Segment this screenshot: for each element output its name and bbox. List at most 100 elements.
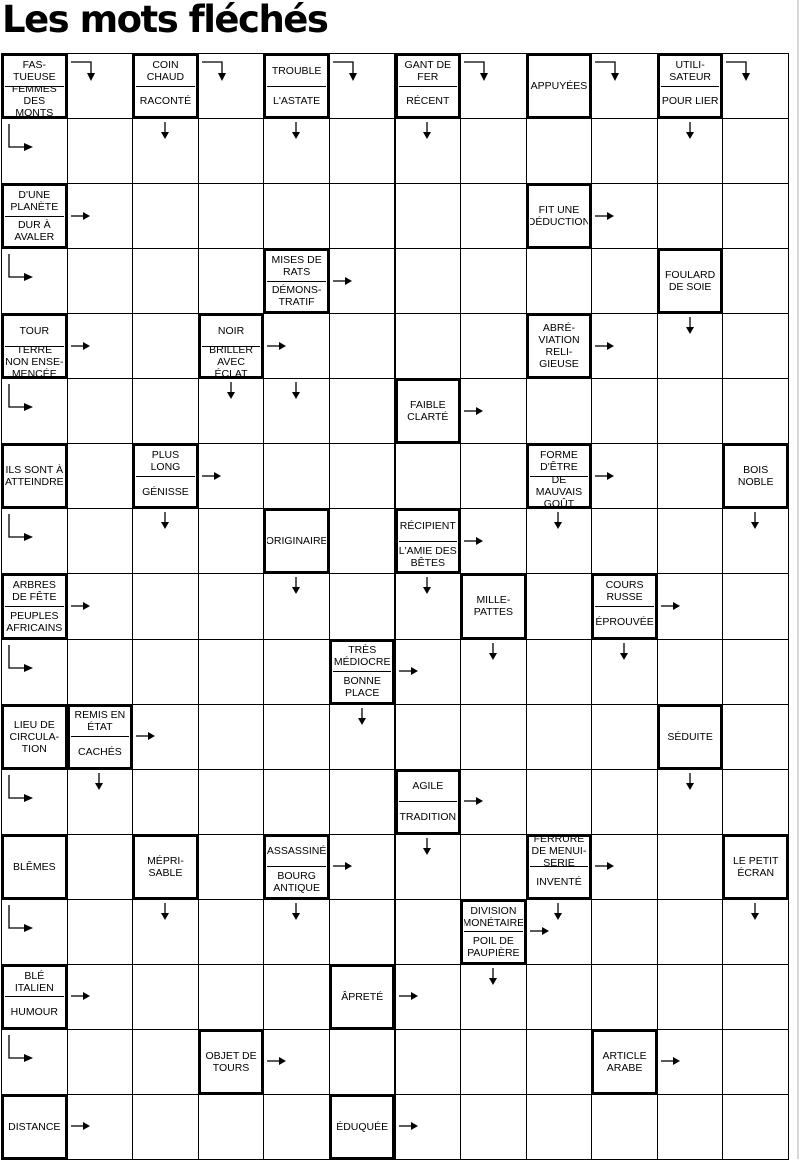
answer-cell[interactable] (591, 898, 658, 965)
answer-cell[interactable] (328, 508, 396, 575)
answer-cell[interactable] (66, 1028, 134, 1095)
answer-cell[interactable] (591, 768, 658, 835)
answer-cell[interactable] (525, 703, 593, 770)
answer-cell[interactable] (197, 508, 265, 575)
answer-cell[interactable] (328, 898, 396, 965)
answer-cell[interactable] (591, 118, 658, 185)
answer-cell[interactable] (591, 248, 658, 315)
answer-cell[interactable] (722, 183, 789, 250)
answer-cell[interactable] (328, 573, 396, 640)
answer-cell[interactable] (328, 183, 396, 250)
answer-cell[interactable] (328, 378, 396, 445)
answer-cell[interactable] (656, 833, 724, 900)
answer-cell[interactable] (132, 183, 199, 250)
answer-cell[interactable] (591, 1093, 658, 1160)
answer-cell[interactable] (460, 833, 527, 900)
answer-cell[interactable] (460, 248, 527, 315)
answer-cell[interactable] (66, 378, 134, 445)
answer-cell[interactable] (66, 638, 134, 705)
answer-cell[interactable] (460, 443, 527, 510)
answer-cell[interactable] (197, 768, 265, 835)
answer-cell[interactable] (460, 118, 527, 185)
answer-cell[interactable] (1, 118, 68, 185)
answer-cell[interactable] (460, 1093, 527, 1160)
answer-cell[interactable] (66, 118, 134, 185)
answer-cell[interactable] (66, 248, 134, 315)
answer-cell[interactable] (656, 898, 724, 965)
answer-cell[interactable] (460, 183, 527, 250)
answer-cell[interactable] (525, 963, 593, 1030)
answer-cell[interactable] (525, 248, 593, 315)
answer-cell[interactable] (263, 1093, 330, 1160)
answer-cell[interactable] (722, 703, 789, 770)
answer-cell[interactable] (656, 183, 724, 250)
answer-cell[interactable] (722, 638, 789, 705)
answer-cell[interactable] (656, 638, 724, 705)
answer-cell[interactable] (132, 378, 199, 445)
answer-cell[interactable] (132, 313, 199, 380)
answer-cell[interactable] (525, 573, 593, 640)
answer-cell[interactable] (66, 443, 134, 510)
answer-cell[interactable] (394, 1028, 462, 1095)
answer-cell[interactable] (263, 443, 330, 510)
answer-cell[interactable] (66, 898, 134, 965)
answer-cell[interactable] (1, 768, 68, 835)
answer-cell[interactable] (132, 248, 199, 315)
answer-cell[interactable] (722, 963, 789, 1030)
answer-cell[interactable] (591, 963, 658, 1030)
answer-cell[interactable] (525, 638, 593, 705)
answer-cell[interactable] (328, 768, 396, 835)
answer-cell[interactable] (132, 963, 199, 1030)
answer-cell[interactable] (722, 378, 789, 445)
answer-cell[interactable] (394, 183, 462, 250)
answer-cell[interactable] (722, 248, 789, 315)
answer-cell[interactable] (460, 1028, 527, 1095)
answer-cell[interactable] (1, 898, 68, 965)
answer-cell[interactable] (197, 1093, 265, 1160)
answer-cell[interactable] (132, 1028, 199, 1095)
answer-cell[interactable] (460, 703, 527, 770)
answer-cell[interactable] (656, 378, 724, 445)
answer-cell[interactable] (132, 1093, 199, 1160)
answer-cell[interactable] (525, 1093, 593, 1160)
answer-cell[interactable] (197, 703, 265, 770)
answer-cell[interactable] (66, 833, 134, 900)
answer-cell[interactable] (197, 638, 265, 705)
answer-cell[interactable] (132, 768, 199, 835)
answer-cell[interactable] (722, 1093, 789, 1160)
answer-cell[interactable] (394, 898, 462, 965)
answer-cell[interactable] (722, 573, 789, 640)
answer-cell[interactable] (66, 508, 134, 575)
answer-cell[interactable] (656, 1093, 724, 1160)
answer-cell[interactable] (263, 963, 330, 1030)
answer-cell[interactable] (394, 703, 462, 770)
answer-cell[interactable] (132, 573, 199, 640)
answer-cell[interactable] (197, 573, 265, 640)
answer-cell[interactable] (197, 898, 265, 965)
answer-cell[interactable] (197, 118, 265, 185)
answer-cell[interactable] (394, 248, 462, 315)
answer-cell[interactable] (460, 313, 527, 380)
answer-cell[interactable] (197, 963, 265, 1030)
answer-cell[interactable] (328, 443, 396, 510)
answer-cell[interactable] (656, 508, 724, 575)
answer-cell[interactable] (656, 963, 724, 1030)
answer-cell[interactable] (1, 638, 68, 705)
answer-cell[interactable] (591, 508, 658, 575)
answer-cell[interactable] (525, 118, 593, 185)
answer-cell[interactable] (394, 313, 462, 380)
answer-cell[interactable] (328, 1028, 396, 1095)
answer-cell[interactable] (525, 378, 593, 445)
answer-cell[interactable] (197, 183, 265, 250)
answer-cell[interactable] (66, 53, 134, 120)
answer-cell[interactable] (525, 768, 593, 835)
answer-cell[interactable] (722, 768, 789, 835)
answer-cell[interactable] (525, 1028, 593, 1095)
answer-cell[interactable] (263, 703, 330, 770)
answer-cell[interactable] (722, 313, 789, 380)
answer-cell[interactable] (722, 118, 789, 185)
answer-cell[interactable] (197, 53, 265, 120)
answer-cell[interactable] (328, 118, 396, 185)
answer-cell[interactable] (394, 443, 462, 510)
answer-cell[interactable] (197, 833, 265, 900)
